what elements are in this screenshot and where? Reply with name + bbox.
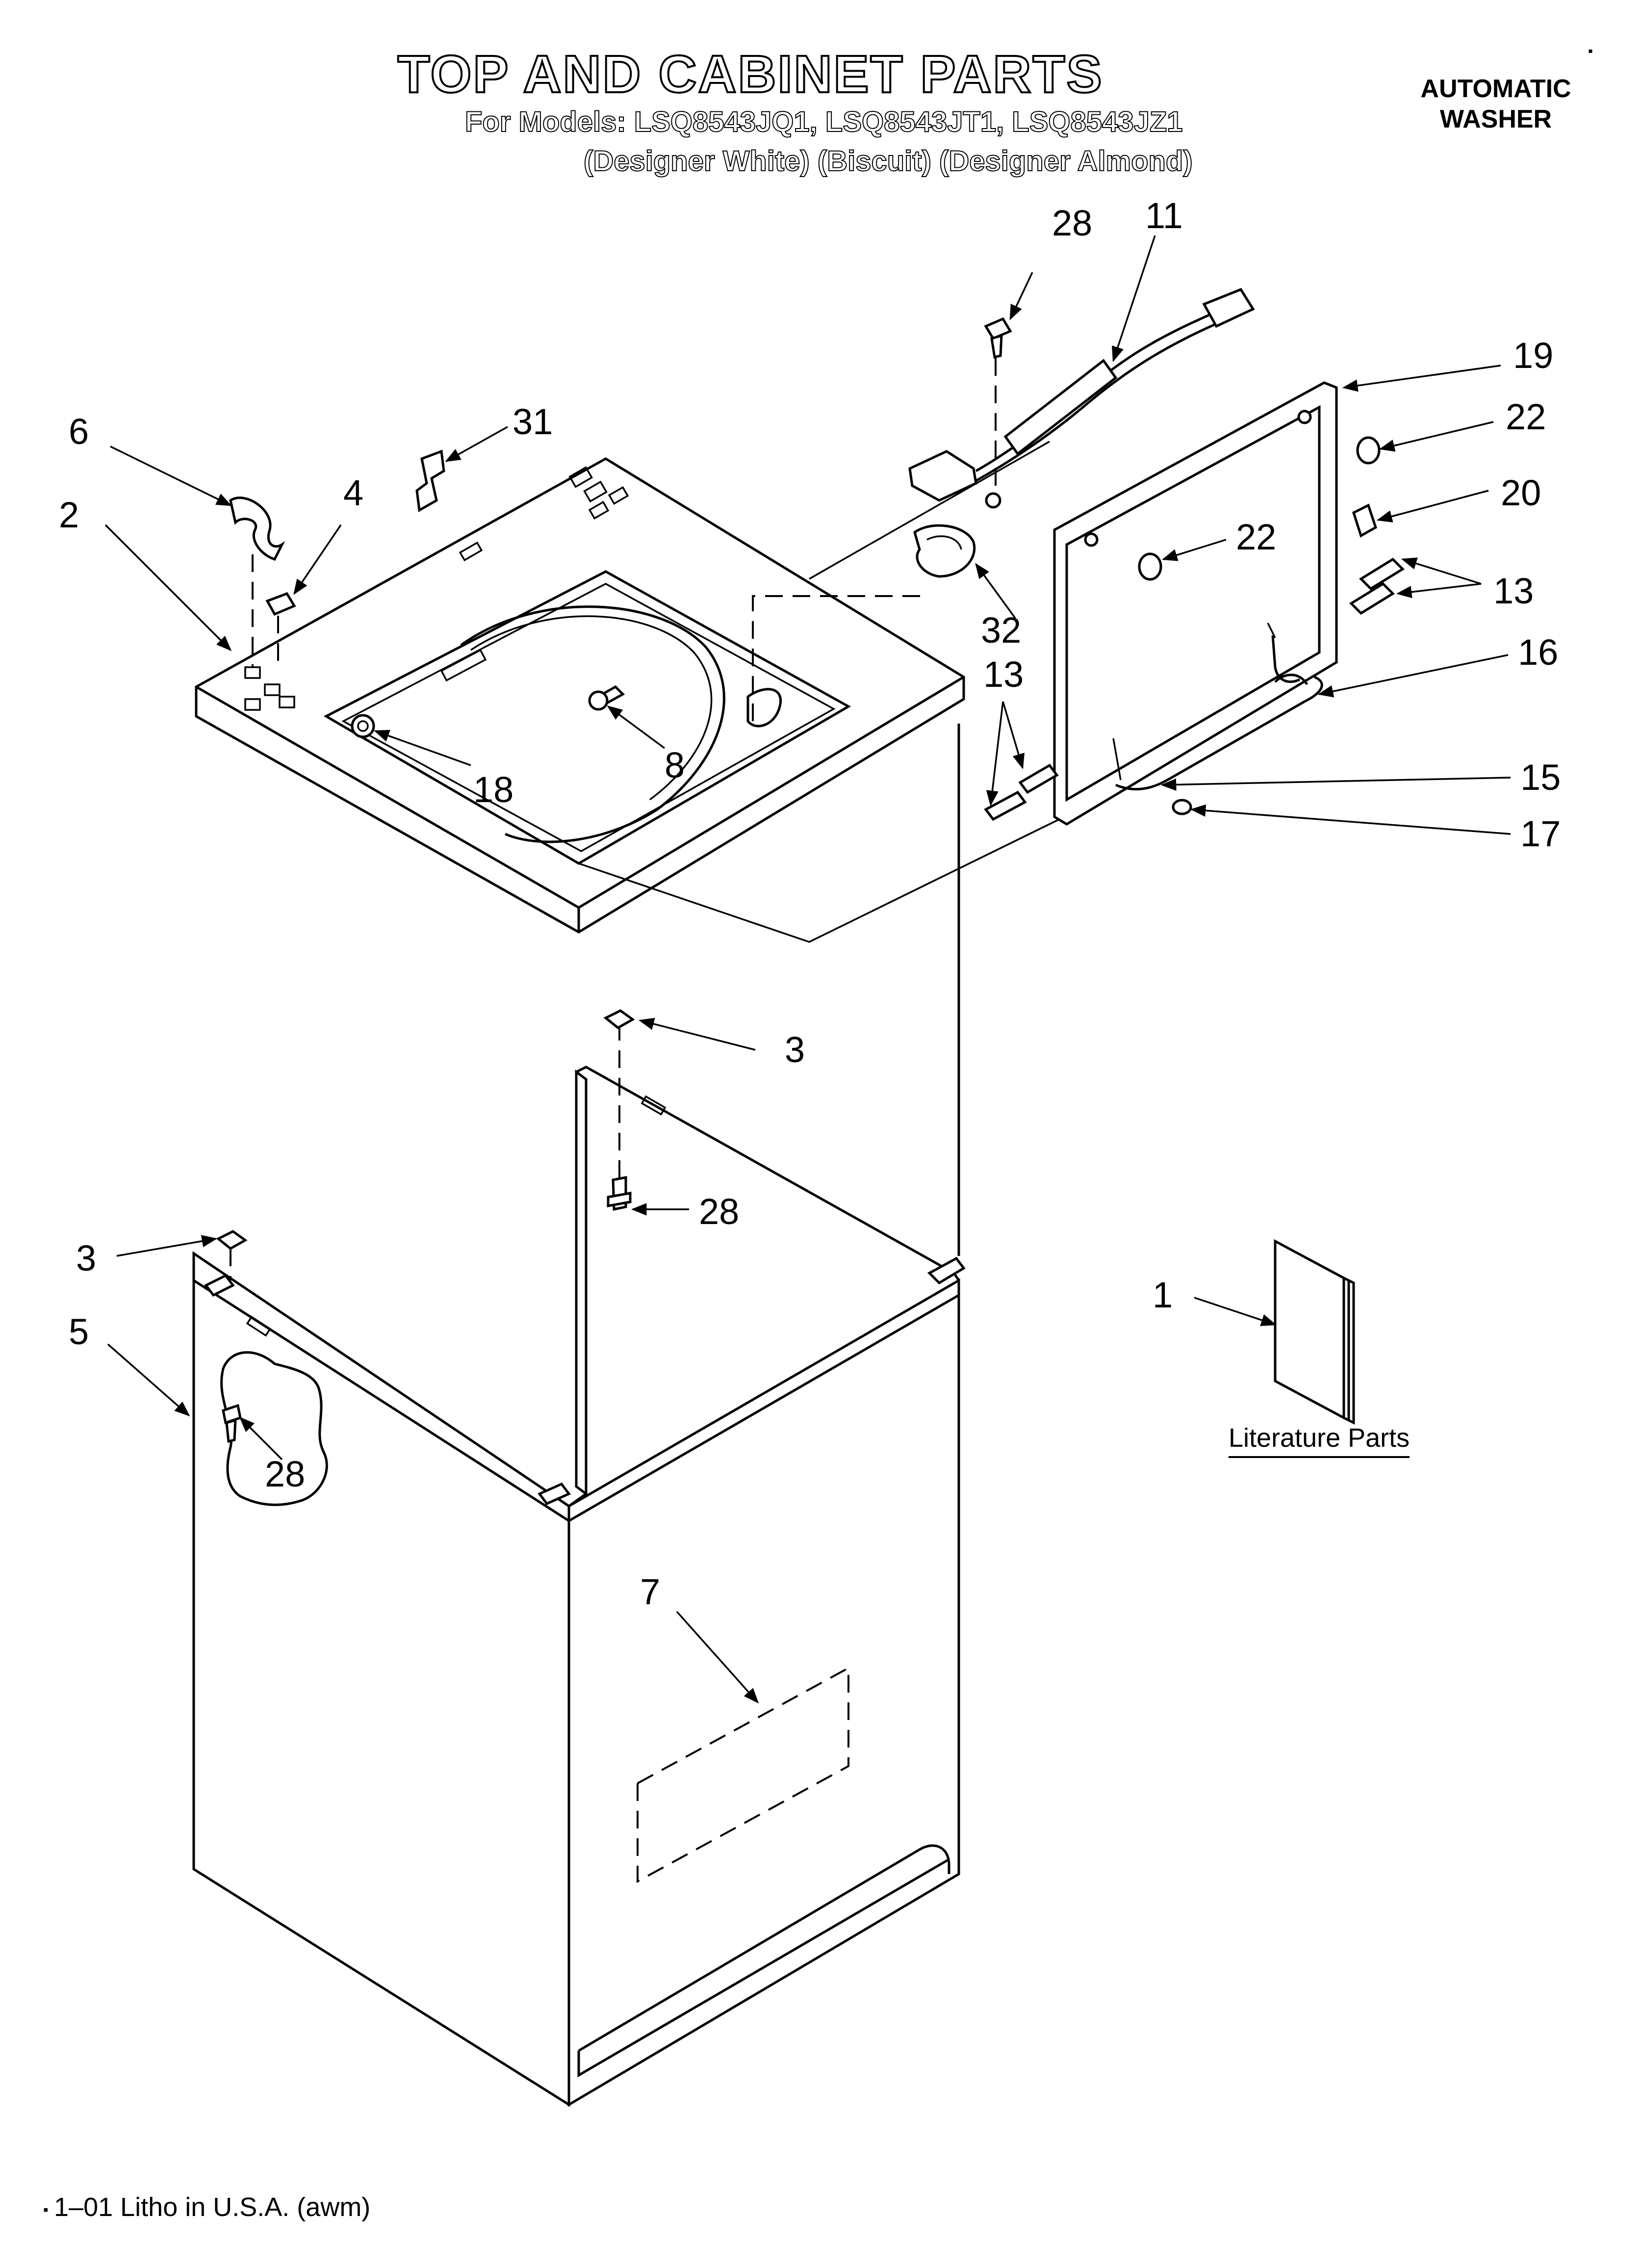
product-type-line2: WASHER <box>1439 105 1552 133</box>
washer-top-panel <box>195 457 965 934</box>
callout-1: 1 <box>1153 1275 1173 1315</box>
callout-28-top: 28 <box>1052 203 1092 243</box>
part-3-clip-top <box>603 1009 635 1030</box>
part-28-screw-top <box>984 317 1012 359</box>
callout-32: 32 <box>981 610 1021 651</box>
corner-mark: ▪ <box>1588 43 1593 58</box>
callout-7: 7 <box>640 1571 660 1612</box>
callout-8: 8 <box>665 745 685 785</box>
footer-dot: ▪ <box>43 2202 49 2218</box>
callout-16: 16 <box>1518 632 1558 673</box>
part-22-bumper-right <box>1356 436 1381 465</box>
part-5-cabinet <box>192 724 966 2107</box>
part-13-screws-right <box>1349 557 1405 615</box>
callout-13-left: 13 <box>983 654 1024 695</box>
literature-parts-label: Literature Parts <box>1229 1423 1410 1458</box>
product-type-line1: AUTOMATIC <box>1420 75 1571 103</box>
page-title: TOP AND CABINET PARTS <box>396 43 1103 104</box>
part-11-lid-switch <box>908 287 1255 509</box>
callout-15: 15 <box>1520 757 1561 798</box>
part-17-cap <box>1172 799 1192 815</box>
callout-22-right: 22 <box>1506 396 1546 437</box>
part-31-clip <box>415 449 445 513</box>
callout-4: 4 <box>343 472 363 513</box>
callout-3-top: 3 <box>785 1029 805 1070</box>
callout-13-right: 13 <box>1493 571 1534 611</box>
part-4-bracket <box>252 554 296 667</box>
part-1-literature <box>1274 1239 1355 1425</box>
part-13-screws-left <box>984 763 1059 821</box>
callout-17: 17 <box>1520 813 1561 854</box>
callout-18: 18 <box>473 769 513 810</box>
callout-numbers: 28 11 19 22 20 22 13 16 13 15 17 6 31 4 … <box>59 195 1561 1612</box>
callout-3-left: 3 <box>76 1238 96 1278</box>
part-20-latch <box>1352 503 1378 538</box>
callout-5: 5 <box>69 1311 89 1352</box>
part-3-clip-left <box>216 1230 248 1280</box>
callout-19: 19 <box>1513 335 1553 376</box>
part-19-lid-frame <box>1053 381 1338 826</box>
model-numbers: For Models: LSQ8543JQ1, LSQ8543JT1, LSQ8… <box>464 105 1183 138</box>
footer-litho: 1–01 Litho in U.S.A. (awm) <box>54 2192 371 2222</box>
callout-6: 6 <box>69 411 89 452</box>
part-22-bumper-inner <box>1138 552 1162 581</box>
callout-28-left: 28 <box>265 1454 305 1494</box>
callout-20: 20 <box>1501 472 1541 513</box>
part-28-screw-mid <box>607 1023 632 1211</box>
callout-2: 2 <box>59 495 79 535</box>
product-type: AUTOMATIC WASHER <box>1408 74 1584 134</box>
callout-31: 31 <box>513 401 553 442</box>
callout-11: 11 <box>1145 195 1183 236</box>
model-colors: (Designer White) (Biscuit) (Designer Alm… <box>583 145 1193 178</box>
callout-leaders <box>104 235 1511 1704</box>
part-6-clip <box>229 496 285 561</box>
callout-28-mid: 28 <box>699 1191 739 1232</box>
part-32-cap <box>913 524 976 578</box>
callout-22-inner: 22 <box>1236 517 1276 557</box>
